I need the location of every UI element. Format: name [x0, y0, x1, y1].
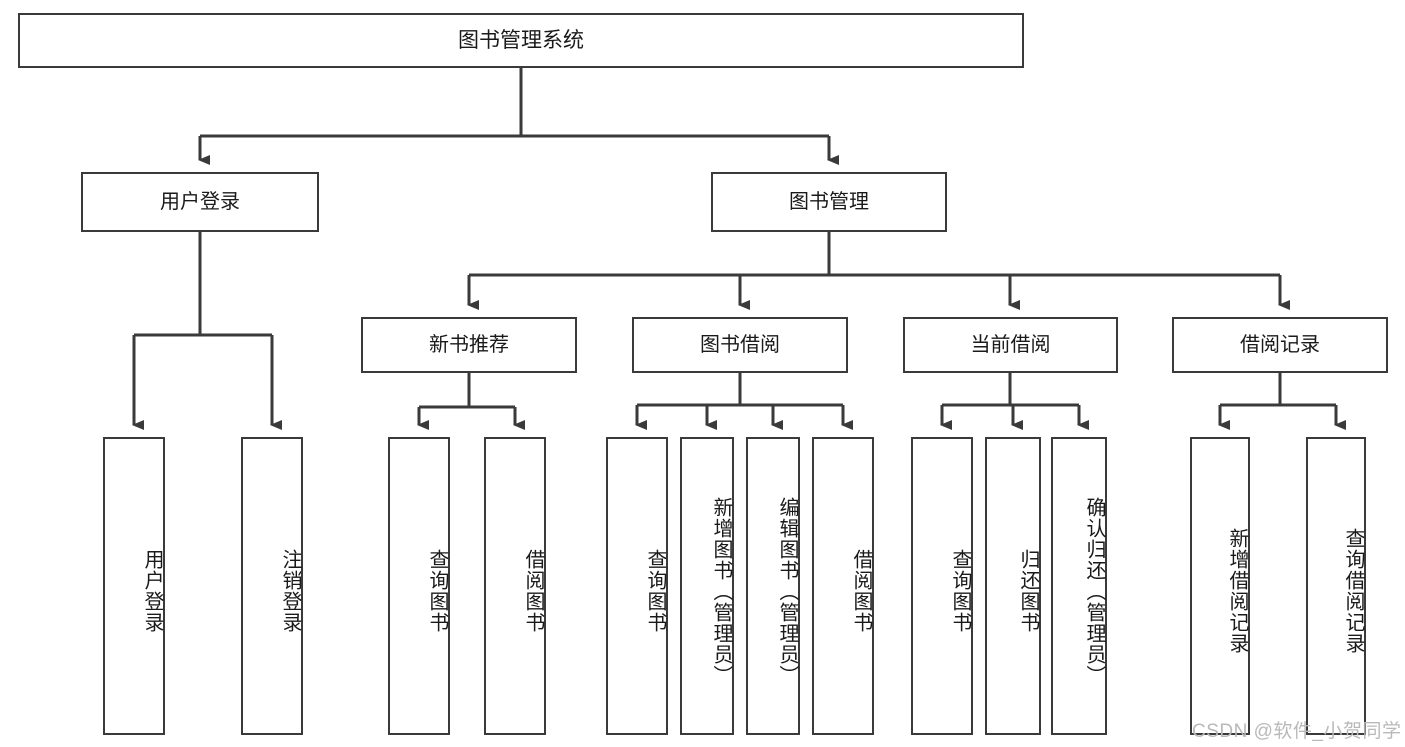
node-user-login[interactable]: 用户登录 — [81, 172, 319, 232]
node-label: 借阅记录 — [1240, 333, 1320, 356]
node-new-book-recommend[interactable]: 新书推荐 — [361, 317, 577, 373]
leaf-user-login[interactable]: 用户登录 — [103, 437, 165, 735]
leaf-return-book[interactable]: 归还图书 — [985, 437, 1041, 735]
node-label: 查询图书 — [426, 549, 448, 633]
node-label: 新书推荐 — [429, 333, 509, 356]
node-label: 借阅图书 — [850, 549, 872, 633]
leaf-confirm-return[interactable]: 确认归还（管理员） — [1051, 437, 1107, 735]
node-label: 编辑图书（管理员） — [776, 496, 798, 686]
node-label: 新增借阅记录 — [1226, 528, 1248, 654]
leaf-edit-book[interactable]: 编辑图书（管理员） — [746, 437, 800, 735]
csdn-watermark: CSDN @软件_小贺同学 — [1192, 721, 1402, 742]
node-borrow-record[interactable]: 借阅记录 — [1172, 317, 1388, 373]
node-label: 查询借阅记录 — [1342, 528, 1364, 654]
node-label: 图书管理 — [789, 190, 869, 213]
leaf-query-book-2[interactable]: 查询图书 — [606, 437, 668, 735]
node-label: 查询图书 — [949, 549, 971, 633]
node-label: 用户登录 — [160, 190, 240, 213]
leaf-query-book-3[interactable]: 查询图书 — [911, 437, 973, 735]
node-label: 图书管理系统 — [458, 28, 584, 52]
node-label: 确认归还（管理员） — [1083, 496, 1105, 686]
leaf-borrow-book-2[interactable]: 借阅图书 — [812, 437, 874, 735]
node-root[interactable]: 图书管理系统 — [18, 13, 1024, 68]
leaf-user-logout[interactable]: 注销登录 — [241, 437, 303, 735]
node-label: 新增图书（管理员） — [710, 496, 732, 686]
node-label: 借阅图书 — [522, 549, 544, 633]
node-label: 归还图书 — [1017, 549, 1039, 633]
leaf-add-record[interactable]: 新增借阅记录 — [1190, 437, 1250, 735]
node-current-borrow[interactable]: 当前借阅 — [903, 317, 1118, 373]
leaf-query-record[interactable]: 查询借阅记录 — [1306, 437, 1366, 735]
leaf-add-book[interactable]: 新增图书（管理员） — [680, 437, 734, 735]
node-label: 查询图书 — [644, 549, 666, 633]
leaf-borrow-book-1[interactable]: 借阅图书 — [484, 437, 546, 735]
node-book-borrow[interactable]: 图书借阅 — [632, 317, 848, 373]
leaf-query-book-1[interactable]: 查询图书 — [388, 437, 450, 735]
node-label: 注销登录 — [279, 549, 301, 633]
node-book-manage[interactable]: 图书管理 — [711, 172, 947, 232]
node-label: 当前借阅 — [970, 333, 1051, 356]
node-label: 用户登录 — [141, 549, 163, 633]
node-label: 图书借阅 — [700, 333, 780, 356]
